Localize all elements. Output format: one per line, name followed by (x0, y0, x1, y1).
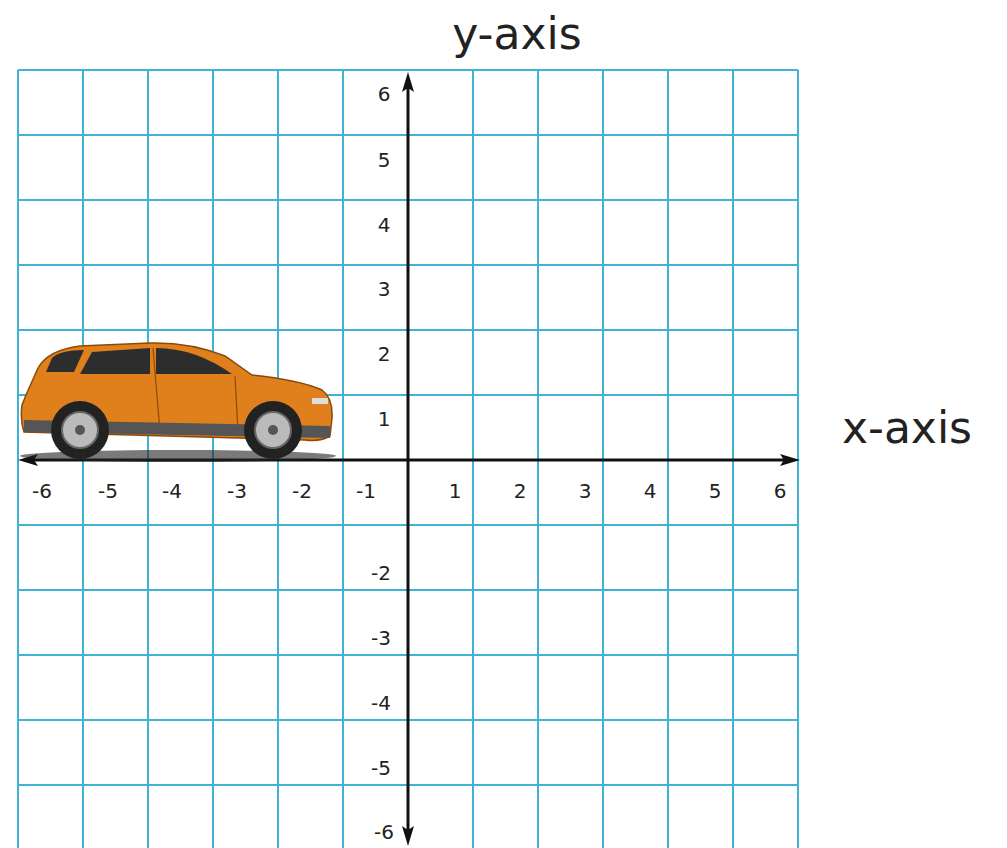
tick-label: 1 (378, 409, 391, 429)
tick-label: -4 (371, 693, 391, 713)
tick-label: -6 (32, 481, 52, 501)
tick-label: -2 (371, 563, 391, 583)
tick-label: -6 (374, 822, 394, 842)
tick-label: 5 (709, 481, 722, 501)
tick-label: -4 (162, 481, 182, 501)
tick-label: 1 (449, 481, 462, 501)
tick-label: -5 (371, 758, 391, 778)
tick-label: 6 (774, 481, 787, 501)
tick-label: 3 (579, 481, 592, 501)
axis-arrowheads (18, 72, 800, 846)
axis-title: x-axis (842, 406, 972, 450)
tick-label: 4 (378, 215, 391, 235)
tick-label: -3 (227, 481, 247, 501)
car-illustration (20, 343, 336, 462)
tick-label: 4 (644, 481, 657, 501)
axis-title: y-axis (452, 12, 581, 56)
grid-lines (18, 70, 798, 848)
tick-label: -2 (292, 481, 312, 501)
tick-label: -3 (371, 628, 391, 648)
tick-label: 5 (378, 150, 391, 170)
tick-label: 6 (378, 84, 391, 104)
tick-label: -1 (356, 481, 376, 501)
tick-label: 3 (378, 279, 391, 299)
tick-label: 2 (514, 481, 527, 501)
tick-label: -5 (98, 481, 118, 501)
tick-label: 2 (378, 344, 391, 364)
